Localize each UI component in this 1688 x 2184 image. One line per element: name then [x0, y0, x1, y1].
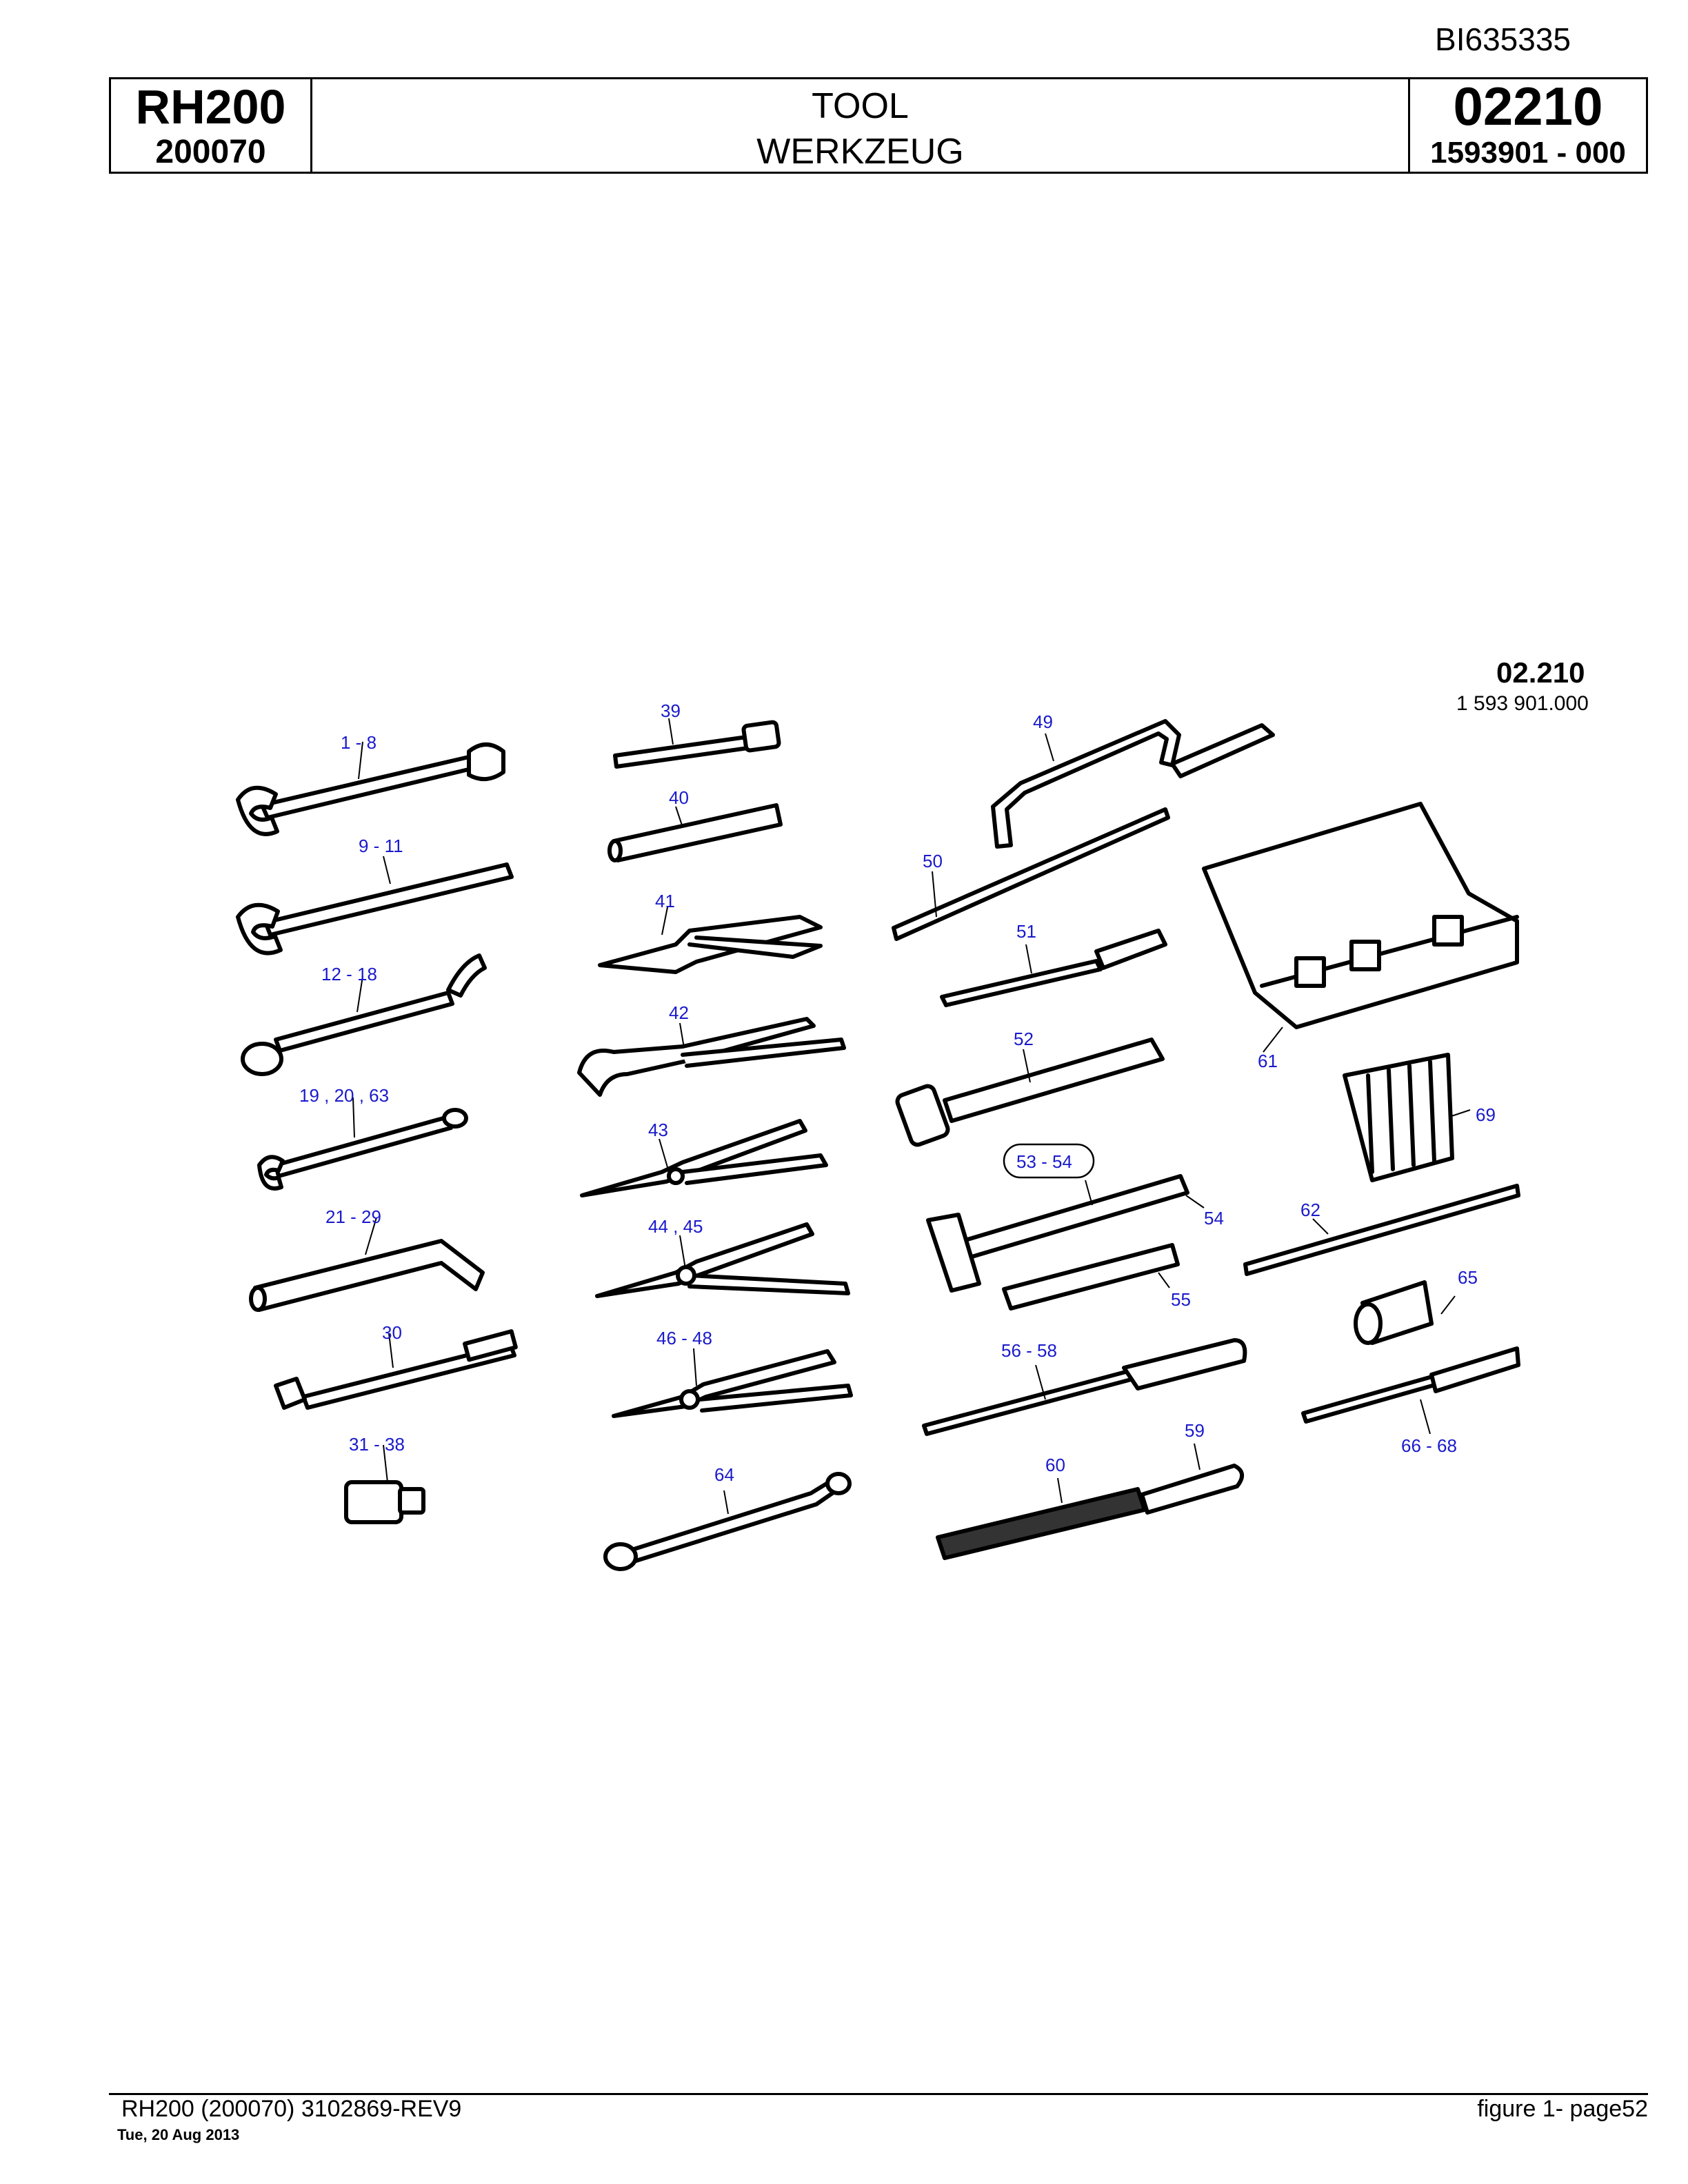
- callout-50: 50: [923, 851, 943, 871]
- hacksaw-blade: [892, 807, 1170, 941]
- part-number: 1593901 - 000: [1430, 136, 1626, 170]
- callout-56-58: 56 - 58: [1001, 1340, 1057, 1361]
- header-model-cell: RH200 200070: [111, 79, 312, 172]
- flat-bar: [1243, 1184, 1520, 1276]
- callout-60: 60: [1045, 1455, 1065, 1475]
- callout-69: 69: [1476, 1104, 1496, 1125]
- tube: [607, 803, 783, 862]
- scraper: [940, 929, 1167, 1007]
- footer-divider: [109, 2093, 1648, 2095]
- figure-number: 1 593 901.000: [1456, 692, 1589, 715]
- title-german: WERKZEUG: [756, 132, 964, 172]
- hacksaw: [991, 719, 1275, 849]
- footer-date: Tue, 20 Aug 2013: [117, 2126, 240, 2143]
- screwdriver-2: [1301, 1346, 1520, 1424]
- footer-page-ref: figure 1- page52: [1477, 2096, 1648, 2122]
- socket-handle: [274, 1329, 518, 1410]
- header-title-cell: TOOL WERKZEUG: [312, 79, 1410, 172]
- figure-code: 02.210: [1496, 656, 1585, 689]
- offset-box-wrench: [603, 1472, 852, 1571]
- callout-65: 65: [1458, 1267, 1478, 1288]
- needle-nose-pliers: [580, 1119, 828, 1197]
- callout-49: 49: [1033, 711, 1053, 732]
- callout-31-38: 31 - 38: [349, 1434, 405, 1455]
- screwdriver-pouch: [1343, 1053, 1454, 1182]
- header-table: RH200 200070 TOOL WERKZEUG 02210 1593901…: [109, 77, 1648, 174]
- callout-51: 51: [1016, 921, 1036, 942]
- callout-46-48: 46 - 48: [656, 1328, 712, 1348]
- title-english: TOOL: [812, 86, 909, 126]
- callout-12-18: 12 - 18: [321, 964, 377, 984]
- callout-61: 61: [1258, 1051, 1278, 1071]
- socket-set-case: [1202, 802, 1519, 1029]
- combination-wrench: [257, 1108, 468, 1191]
- callout-39: 39: [661, 700, 681, 721]
- slip-joint-pliers: [598, 915, 823, 974]
- callout-59: 59: [1185, 1420, 1205, 1441]
- open-end-wrench-1: [236, 742, 505, 836]
- file: [936, 1464, 1244, 1560]
- model-name: RH200: [135, 80, 286, 134]
- mallet: [895, 1038, 1165, 1147]
- callout-19-20-63: 19 , 20 , 63: [299, 1085, 389, 1106]
- screwdriver-1: [922, 1338, 1247, 1436]
- document-id: BI635335: [1435, 21, 1571, 57]
- callout-1-8: 1 - 8: [341, 732, 376, 753]
- callout-44-45: 44 , 45: [648, 1216, 703, 1237]
- callout-52: 52: [1014, 1029, 1034, 1049]
- header-group-cell: 02210 1593901 - 000: [1410, 79, 1646, 172]
- machinist-hammer: [926, 1174, 1189, 1293]
- socket-extension: [613, 720, 781, 769]
- open-end-wrench-2: [236, 862, 514, 956]
- callout-53-54-box: [1003, 1143, 1095, 1179]
- callout-30: 30: [382, 1322, 402, 1343]
- callout-66-68: 66 - 68: [1401, 1435, 1457, 1456]
- callout-54: 54: [1204, 1208, 1224, 1228]
- bushing: [1354, 1280, 1434, 1345]
- circlip-pliers-1: [595, 1222, 850, 1298]
- callout-9-11: 9 - 11: [359, 836, 403, 856]
- serial-number: 200070: [155, 134, 266, 170]
- callout-62: 62: [1300, 1200, 1320, 1220]
- callout-42: 42: [669, 1002, 689, 1023]
- hex-key: [249, 1239, 485, 1312]
- offset-ring-wrench: [241, 953, 487, 1076]
- circlip-pliers-2: [612, 1349, 853, 1418]
- callout-41: 41: [655, 891, 675, 911]
- callout-53-54: 53 - 54: [1016, 1151, 1072, 1172]
- callout-55: 55: [1171, 1289, 1191, 1310]
- chisel: [1002, 1243, 1180, 1311]
- callout-21-29: 21 - 29: [325, 1206, 381, 1227]
- pincers: [577, 1017, 846, 1097]
- box-socket: [344, 1480, 425, 1524]
- callout-43: 43: [648, 1120, 668, 1140]
- group-number: 02210: [1453, 76, 1603, 136]
- footer-document-ref: RH200 (200070) 3102869-REV9: [121, 2096, 462, 2122]
- callout-64: 64: [714, 1464, 734, 1485]
- callout-40: 40: [669, 787, 689, 808]
